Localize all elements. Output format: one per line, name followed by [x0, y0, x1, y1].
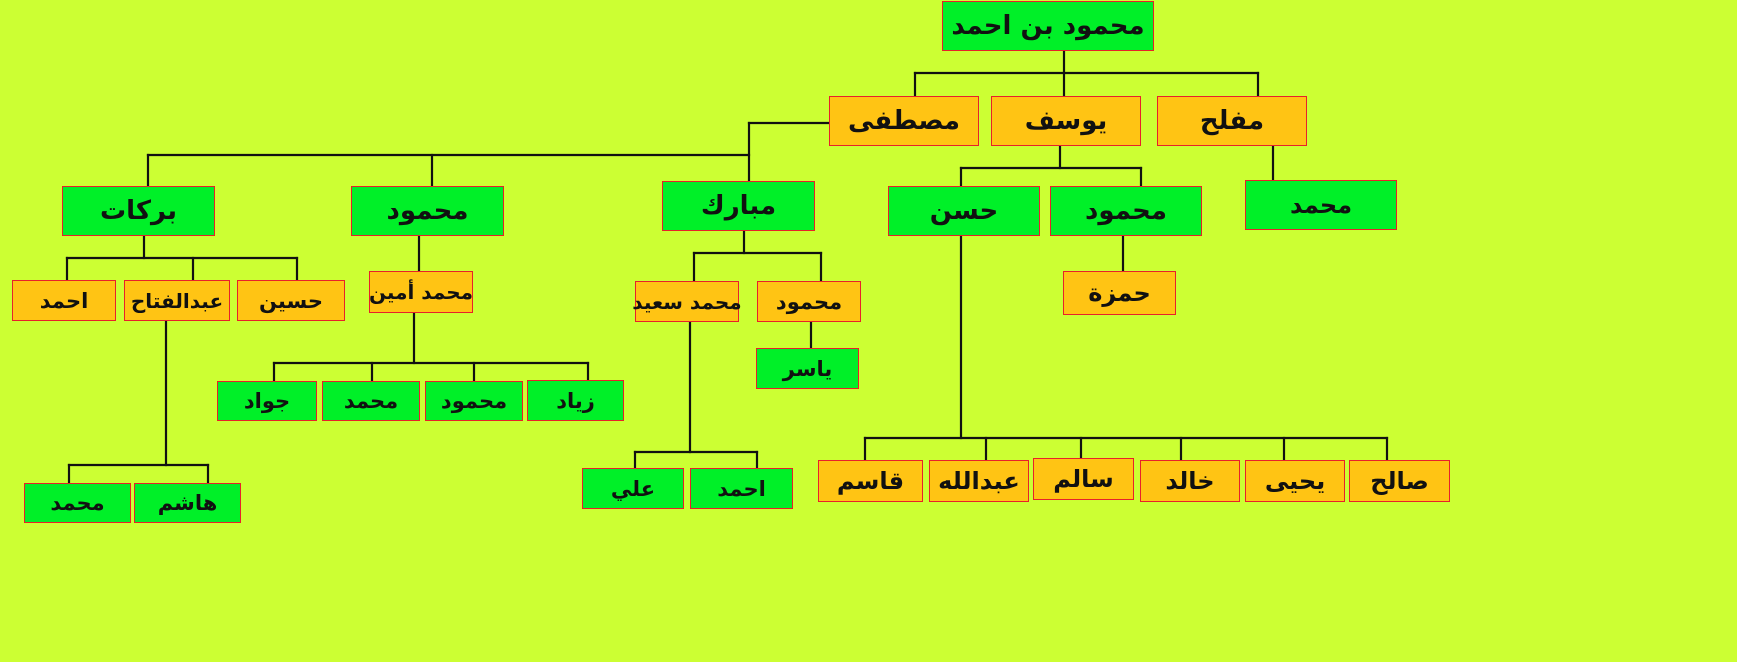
node-mustafa: مصطفى	[829, 96, 979, 146]
node-mahmoud-son-of-mubarak: محمود	[757, 281, 861, 322]
node-muhammad-amin: محمد أمين	[369, 271, 473, 313]
node-root: محمود بن احمد	[942, 1, 1154, 51]
node-muhammad-son-of-abdulfattah: محمد	[24, 483, 131, 523]
node-ali: علي	[582, 468, 684, 509]
node-husain: حسين	[237, 280, 345, 321]
node-mahmoud-son-of-mustafa: محمود	[351, 186, 504, 236]
node-muhammad-saeed: محمد سعيد	[632, 281, 742, 322]
node-abdullah: عبدالله	[929, 460, 1029, 502]
node-abdulfattah: عبدالفتاح	[124, 280, 230, 321]
node-ahmad-son-of-barakat: احمد	[12, 280, 116, 321]
node-ziyad: زياد	[527, 380, 624, 421]
node-khalid: خالد	[1140, 460, 1240, 502]
node-salih: صالح	[1349, 460, 1450, 502]
node-ahmad-son-of-muhammad-saeed: احمد	[690, 468, 793, 509]
node-muhammad-son-of-muhammad-amin: محمد	[322, 381, 420, 421]
node-mahmoud-son-of-muhammad-amin: محمود	[425, 381, 523, 421]
node-mufleh: مفلح	[1157, 96, 1307, 146]
node-mubarak: مبارك	[662, 181, 815, 231]
node-hasan: حسن	[888, 186, 1040, 236]
node-muhammad-son-of-mufleh: محمد	[1245, 180, 1397, 230]
node-yasir: ياسر	[756, 348, 859, 389]
tree-connectors	[65, 49, 1389, 485]
node-jawad: جواد	[217, 381, 317, 421]
family-tree: محمود بن احمد مفلح يوسف مصطفى محمد محمود…	[12, 1, 1450, 523]
node-salim: سالم	[1033, 458, 1134, 500]
node-barakat: بركات	[62, 186, 215, 236]
node-mahmoud-son-of-yusuf: محمود	[1050, 186, 1202, 236]
node-yusuf: يوسف	[991, 96, 1141, 146]
node-hamza: حمزة	[1063, 271, 1176, 315]
node-yahya: يحيى	[1245, 460, 1345, 502]
node-hashim: هاشم	[134, 483, 241, 523]
node-qasim: قاسم	[818, 460, 923, 502]
